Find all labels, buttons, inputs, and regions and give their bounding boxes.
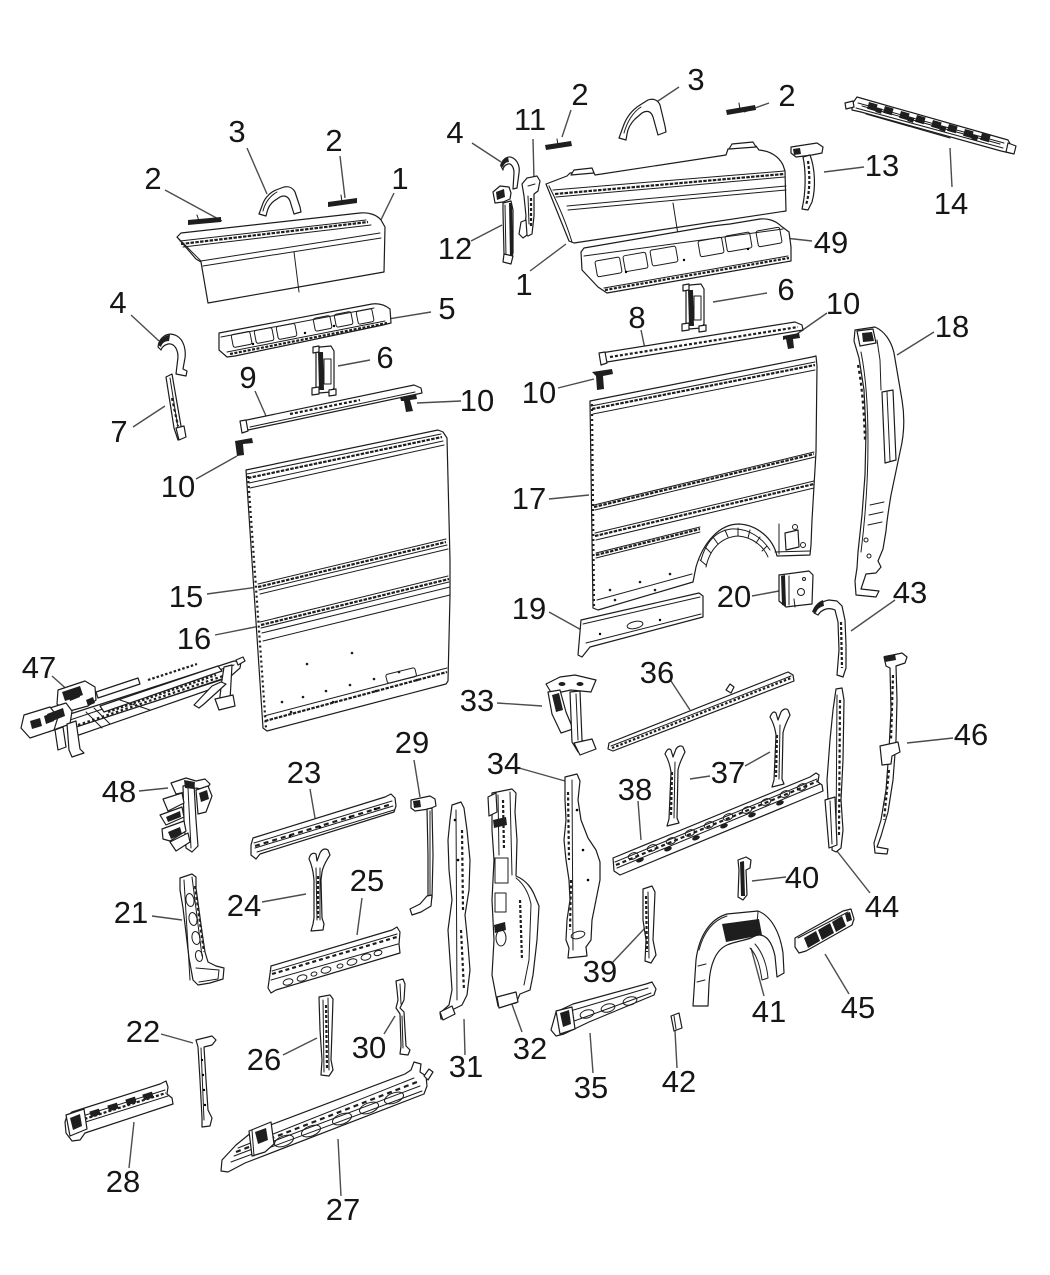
svg-text:37: 37 (711, 755, 745, 790)
svg-text:38: 38 (618, 772, 652, 807)
svg-text:6: 6 (376, 340, 393, 375)
svg-text:34: 34 (487, 746, 521, 781)
svg-text:11: 11 (514, 102, 546, 137)
svg-text:18: 18 (935, 309, 969, 344)
svg-text:10: 10 (460, 383, 494, 418)
svg-text:48: 48 (102, 774, 136, 809)
svg-text:49: 49 (814, 225, 848, 260)
svg-text:4: 4 (446, 115, 463, 150)
svg-text:42: 42 (662, 1064, 696, 1099)
svg-text:19: 19 (512, 591, 546, 626)
svg-text:10: 10 (522, 375, 556, 410)
svg-text:2: 2 (571, 77, 588, 112)
svg-text:23: 23 (287, 755, 321, 790)
svg-text:26: 26 (247, 1042, 281, 1077)
svg-text:7: 7 (110, 414, 127, 449)
svg-text:14: 14 (934, 186, 968, 221)
svg-text:10: 10 (161, 469, 195, 504)
svg-text:3: 3 (228, 114, 245, 149)
svg-text:12: 12 (438, 231, 472, 266)
svg-text:44: 44 (865, 889, 899, 924)
svg-text:5: 5 (438, 291, 455, 326)
svg-text:41: 41 (752, 994, 786, 1029)
svg-text:45: 45 (841, 990, 875, 1025)
svg-text:10: 10 (826, 286, 860, 321)
svg-text:16: 16 (177, 621, 211, 656)
svg-text:35: 35 (574, 1070, 608, 1105)
svg-text:46: 46 (954, 717, 988, 752)
svg-text:6: 6 (777, 272, 794, 307)
svg-text:1: 1 (391, 161, 408, 196)
svg-text:22: 22 (126, 1014, 160, 1049)
svg-text:9: 9 (239, 360, 256, 395)
svg-text:47: 47 (22, 650, 56, 685)
svg-text:43: 43 (893, 575, 927, 610)
svg-text:36: 36 (640, 655, 674, 690)
svg-text:30: 30 (352, 1030, 386, 1065)
svg-text:29: 29 (395, 725, 429, 760)
svg-text:21: 21 (114, 895, 148, 930)
svg-text:1: 1 (515, 267, 532, 302)
svg-text:39: 39 (583, 954, 617, 989)
svg-text:32: 32 (513, 1031, 547, 1066)
svg-text:4: 4 (109, 285, 126, 320)
svg-text:25: 25 (350, 863, 384, 898)
svg-text:31: 31 (449, 1049, 483, 1084)
svg-text:33: 33 (460, 683, 494, 718)
svg-text:28: 28 (106, 1164, 140, 1199)
svg-text:3: 3 (687, 62, 704, 97)
svg-text:20: 20 (717, 579, 751, 614)
svg-text:15: 15 (169, 579, 203, 614)
svg-text:13: 13 (865, 148, 899, 183)
svg-text:17: 17 (512, 481, 546, 516)
svg-text:2: 2 (778, 78, 795, 113)
svg-text:40: 40 (785, 860, 819, 895)
svg-text:2: 2 (144, 161, 161, 196)
svg-text:24: 24 (227, 888, 261, 923)
svg-text:2: 2 (325, 123, 342, 158)
svg-text:8: 8 (628, 300, 645, 335)
svg-text:27: 27 (326, 1192, 360, 1227)
